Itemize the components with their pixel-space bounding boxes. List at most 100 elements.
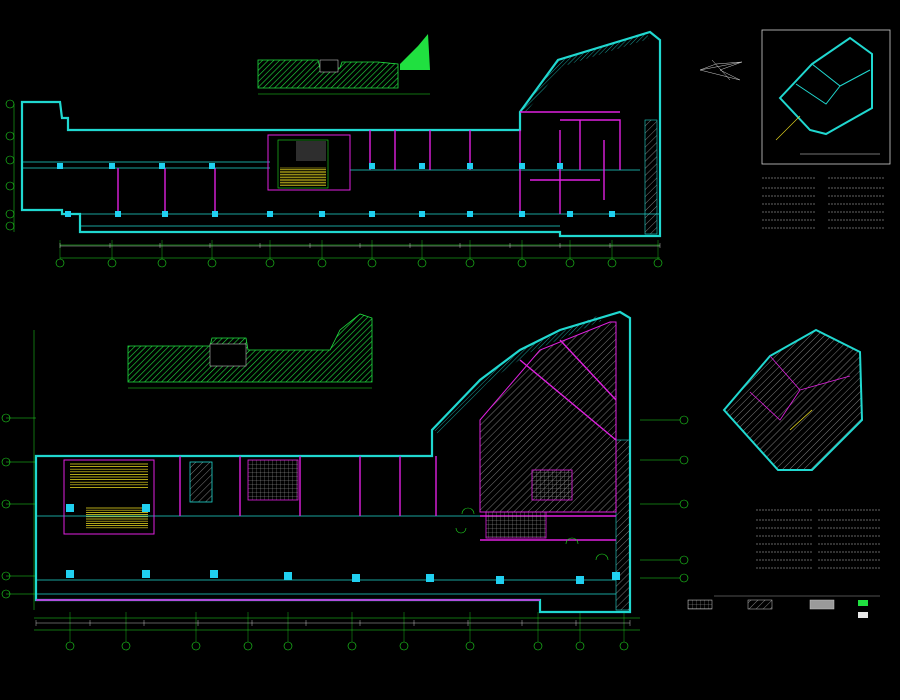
axis-bubble xyxy=(121,641,131,651)
column xyxy=(284,572,292,580)
column xyxy=(519,211,525,217)
lower-stair xyxy=(63,459,155,535)
inset-lower-right xyxy=(722,328,864,471)
axis-bubble xyxy=(575,641,585,651)
axis-bubble xyxy=(5,209,15,219)
column xyxy=(419,211,425,217)
column xyxy=(576,576,584,584)
column xyxy=(612,572,620,580)
axis-bubble xyxy=(653,258,663,268)
lower-notes-block xyxy=(756,509,880,569)
axis-bubble xyxy=(191,641,201,651)
lower-grid-room-1 xyxy=(247,459,299,501)
axis-bubble xyxy=(679,415,689,425)
upper-key-plan xyxy=(257,34,430,95)
lower-columns xyxy=(66,504,620,584)
axis-bubble xyxy=(1,413,11,423)
axis-bubble xyxy=(265,258,275,268)
axis-bubble xyxy=(679,455,689,465)
column xyxy=(419,163,425,169)
axis-bubble xyxy=(5,221,15,231)
column xyxy=(467,211,473,217)
lower-door-swings xyxy=(455,507,609,561)
axis-bubble xyxy=(1,499,11,509)
lower-axis-bubbles xyxy=(1,413,689,651)
upper-stair xyxy=(267,134,351,191)
column xyxy=(57,163,63,169)
column xyxy=(267,211,273,217)
axis-bubble xyxy=(417,258,427,268)
inset-upper-right xyxy=(761,29,891,165)
column xyxy=(496,576,504,584)
column xyxy=(66,504,74,512)
column xyxy=(159,163,165,169)
axis-bubble xyxy=(283,641,293,651)
lower-shaft xyxy=(189,461,213,503)
column xyxy=(369,211,375,217)
axis-bubble xyxy=(465,258,475,268)
axis-bubble xyxy=(679,555,689,565)
column xyxy=(142,570,150,578)
axis-bubble xyxy=(107,258,117,268)
column xyxy=(567,211,573,217)
axis-bubble xyxy=(5,99,15,109)
axis-bubble xyxy=(607,258,617,268)
axis-bubble xyxy=(1,589,11,599)
axis-bubble xyxy=(157,258,167,268)
axis-bubble xyxy=(679,573,689,583)
column xyxy=(66,570,74,578)
lower-partitions xyxy=(36,339,617,601)
axis-bubble xyxy=(243,641,253,651)
column xyxy=(557,163,563,169)
lower-grid-room-2 xyxy=(531,469,573,501)
axis-bubble xyxy=(465,641,475,651)
north-arrow-star xyxy=(699,59,743,81)
axis-bubble xyxy=(1,571,11,581)
axis-bubble xyxy=(565,258,575,268)
column xyxy=(212,211,218,217)
column xyxy=(115,211,121,217)
axis-bubble xyxy=(533,641,543,651)
upper-dimension-chain xyxy=(59,243,661,248)
upper-notes-block xyxy=(762,177,885,229)
axis-bubble xyxy=(679,499,689,509)
axis-bubble xyxy=(517,258,527,268)
axis-bubble xyxy=(207,258,217,268)
lower-key-plan xyxy=(127,313,373,389)
column xyxy=(426,574,434,582)
upper-plan xyxy=(5,30,663,268)
column xyxy=(352,574,360,582)
axis-bubble xyxy=(55,258,65,268)
lower-grid-room-3 xyxy=(485,511,547,539)
axis-bubble xyxy=(65,641,75,651)
lower-hatched-wedge xyxy=(479,321,617,513)
column xyxy=(142,504,150,512)
column xyxy=(369,163,375,169)
column xyxy=(467,163,473,169)
upper-columns xyxy=(57,163,615,217)
axis-bubble xyxy=(5,155,15,165)
axis-bubble xyxy=(619,641,629,651)
axis-bubble xyxy=(347,641,357,651)
lower-dimension-chain xyxy=(35,620,631,626)
column xyxy=(319,211,325,217)
lower-corridor xyxy=(36,515,616,595)
lower-plan xyxy=(1,310,689,651)
legend xyxy=(687,595,880,618)
lower-axis-grid xyxy=(6,330,680,631)
column xyxy=(519,163,525,169)
column xyxy=(109,163,115,169)
column xyxy=(210,570,218,578)
column xyxy=(209,163,215,169)
axis-bubble xyxy=(5,131,15,141)
column xyxy=(609,211,615,217)
axis-bubble xyxy=(317,258,327,268)
upper-axis-bubbles xyxy=(5,99,663,268)
column xyxy=(65,211,71,217)
upper-partitions xyxy=(117,111,621,214)
axis-bubble xyxy=(1,457,11,467)
axis-bubble xyxy=(367,258,377,268)
axis-bubble xyxy=(399,641,409,651)
column xyxy=(162,211,168,217)
